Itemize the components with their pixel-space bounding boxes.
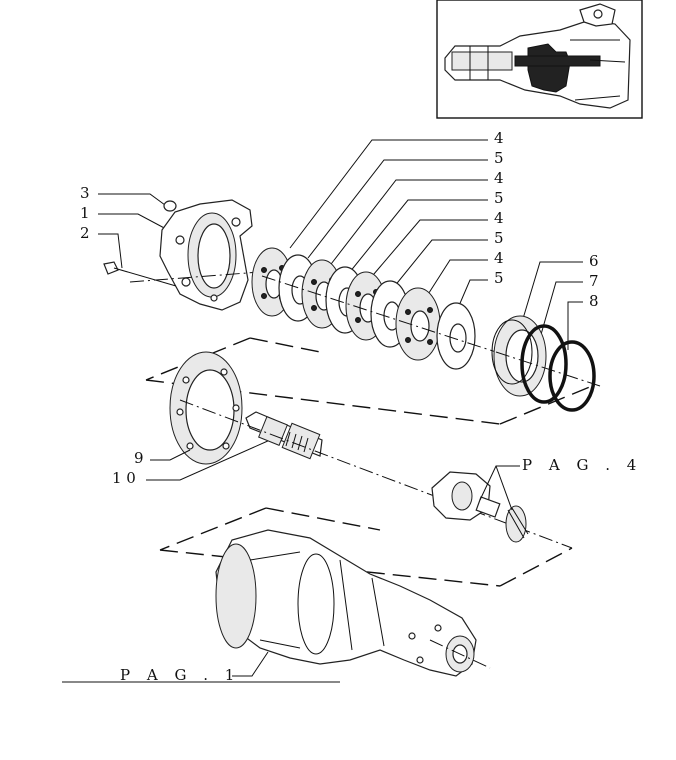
- callout-5c: 5: [494, 229, 504, 247]
- centre-axis-discs: [261, 275, 497, 353]
- callout-2: 2: [80, 224, 90, 242]
- callout-7: 7: [589, 272, 599, 290]
- callout-5d: 5: [494, 269, 504, 287]
- callout-4d: 4: [494, 249, 504, 267]
- pinion-flange-icon: [431, 471, 529, 543]
- axle-location-inset-icon: [436, 0, 643, 119]
- centre-axis-upper: [129, 271, 261, 283]
- brake-piston-icon: [491, 315, 547, 397]
- callout-group-discs: 4 5 4 5 4 5 4 5 6 7 8: [494, 129, 599, 310]
- leader-lines-discs: [289, 139, 583, 350]
- callout-3: 3: [80, 184, 90, 202]
- callout-9: 9: [134, 449, 144, 467]
- callout-8: 8: [589, 292, 599, 310]
- leader-pag-4: [479, 465, 520, 511]
- leader-pag-1: [232, 651, 269, 677]
- o-ring-seal-icon: [520, 324, 596, 412]
- callout-4a: 4: [494, 129, 504, 147]
- leader-9: [150, 449, 191, 461]
- ring-flange-icon: [169, 351, 243, 465]
- centre-axis-housing: [429, 639, 491, 669]
- leader-10: [146, 439, 271, 481]
- hub-housing-icon: [103, 199, 253, 311]
- callout-4b: 4: [494, 169, 504, 187]
- callout-5b: 5: [494, 189, 504, 207]
- callout-group-hub: 3 1 2: [80, 184, 169, 269]
- callout-4c: 4: [494, 209, 504, 227]
- callout-6: 6: [589, 252, 599, 270]
- callout-1: 1: [80, 204, 90, 222]
- ref-pag-1: P A G . 1: [120, 666, 240, 684]
- ref-pag-4: P A G . 4: [522, 456, 642, 474]
- splined-shaft-icon: [245, 411, 323, 460]
- centre-axis-seals: [495, 351, 601, 387]
- brake-disc-stack-icon: [251, 247, 476, 370]
- callout-10: 1 0: [112, 469, 136, 487]
- callout-5a: 5: [494, 149, 504, 167]
- axle-housing-icon: [215, 529, 477, 677]
